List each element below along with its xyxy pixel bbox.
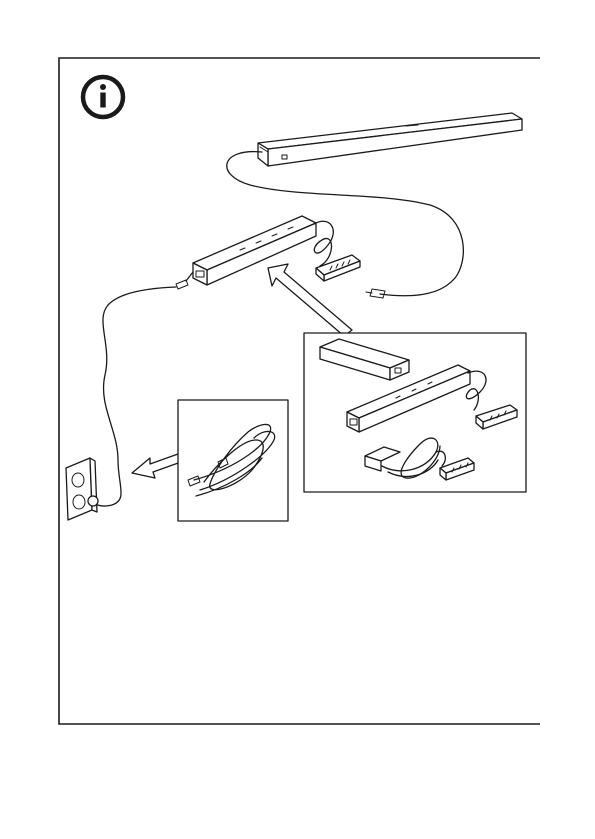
info-icon — [83, 77, 123, 117]
power-cord-coil-inset — [178, 400, 288, 521]
light-bar-cable — [227, 152, 464, 298]
light-bar — [258, 113, 522, 166]
arrow-to-outlet — [132, 454, 181, 478]
replacement-parts-inset — [304, 333, 526, 492]
driver-unit — [193, 216, 316, 285]
wall-outlet — [66, 458, 98, 520]
multi-connector — [314, 221, 360, 281]
